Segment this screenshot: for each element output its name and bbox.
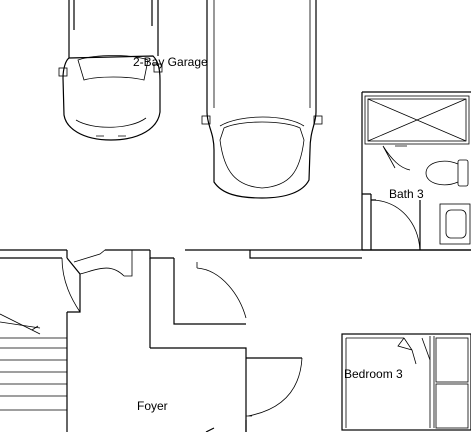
bedroom-closet: [397, 336, 469, 429]
shower-door: [382, 145, 411, 171]
shower-fixture: [364, 95, 470, 145]
room-label-garage: 2-Bay Garage: [133, 55, 208, 69]
foyer-entry-door: [61, 249, 133, 313]
car-right: [201, 0, 323, 199]
sink-fixture: [439, 203, 471, 245]
room-label-bedroom: Bedroom 3: [344, 367, 403, 381]
room-label-foyer: Foyer: [137, 399, 168, 413]
bedroom-walls: [341, 333, 471, 431]
hall-door: [205, 357, 303, 432]
toilet-fixture: [425, 159, 469, 187]
garage-house-wall: [0, 249, 471, 259]
closet-partition: [149, 258, 247, 432]
bath-walls: [361, 91, 471, 251]
bath-door: [371, 199, 421, 251]
stair: [0, 312, 68, 432]
room-label-bath: Bath 3: [389, 187, 424, 201]
car-left: [58, 0, 163, 141]
